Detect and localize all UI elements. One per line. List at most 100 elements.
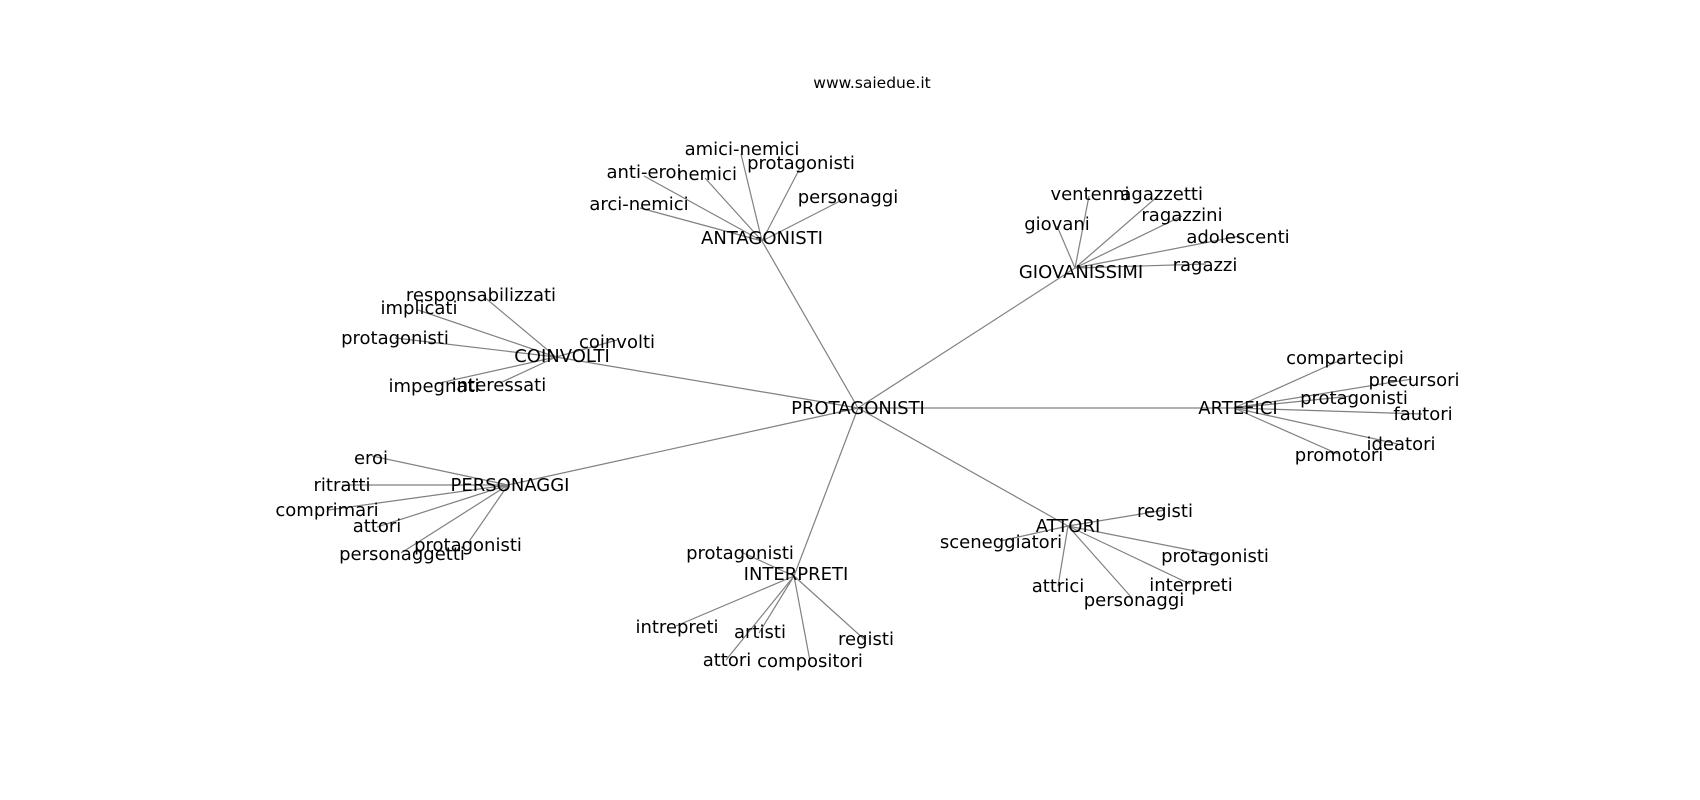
leaf-label-attori-0: registi (1137, 501, 1193, 522)
labels-layer: www.saiedue.it PROTAGONISTI ANTAGONISTI a… (275, 74, 1459, 672)
leaf-label-antagonisti-0: amici-nemici (685, 139, 800, 160)
leaf-label-interpreti-5: compositori (757, 651, 863, 672)
leaf-label-interpreti-1: intrepreti (635, 617, 718, 638)
leaf-label-coinvolti-1: implicati (381, 298, 458, 319)
leaf-label-artefici-5: promotori (1295, 445, 1383, 466)
edge-coinvolti-1 (417, 309, 557, 358)
leaf-label-giovanissimi-3: ragazzini (1141, 205, 1222, 226)
edge-center-attori (857, 407, 1069, 527)
leaf-label-coinvolti-3: coinvolti (579, 332, 655, 353)
edge-artefici-0 (1233, 358, 1344, 409)
leaf-label-antagonisti-3: protagonisti (747, 153, 855, 174)
hub-label-coinvolti: COINVOLTI (514, 346, 610, 367)
leaf-label-personaggi-4: protagonisti (414, 535, 522, 556)
edge-center-giovanissimi (857, 267, 1076, 409)
edge-artefici-1 (1233, 378, 1413, 409)
edge-giovanissimi-2 (1056, 225, 1076, 269)
edge-coinvolti-3 (555, 339, 618, 358)
edge-artefici-3 (1233, 407, 1423, 415)
leaf-label-interpreti-3: registi (838, 629, 894, 650)
leaf-label-artefici-2: protagonisti (1300, 388, 1408, 409)
edge-interpreti-3 (793, 575, 866, 641)
leaf-label-artefici-4: ideatori (1366, 434, 1435, 455)
leaf-label-attori-4: attrici (1032, 576, 1084, 597)
leaf-label-antagonisti-1: anti-eroi (606, 162, 681, 183)
hub-label-attori: ATTORI (1036, 516, 1101, 537)
leaf-label-giovanissimi-2: giovani (1024, 214, 1090, 235)
edge-antagonisti-0 (740, 153, 763, 242)
edges-layer (327, 153, 1423, 662)
edge-personaggi-0 (371, 455, 509, 486)
hub-label-interpreti: INTERPRETI (744, 564, 849, 585)
leaf-label-personaggi-1: ritratti (313, 475, 370, 496)
edge-interpreti-0 (740, 551, 795, 577)
edge-personaggi-3 (376, 484, 509, 528)
edge-giovanissimi-4 (1074, 235, 1241, 269)
leaf-label-coinvolti-2: protagonisti (341, 328, 449, 349)
edge-antagonisti-5 (761, 197, 847, 242)
leaf-label-attori-2: protagonisti (1161, 546, 1269, 567)
edge-antagonisti-4 (639, 207, 763, 242)
leaf-label-attori-3: interpreti (1149, 575, 1233, 596)
leaf-label-giovanissimi-5: ragazzi (1173, 255, 1238, 276)
leaf-label-interpreti-2: artisti (734, 622, 786, 643)
edge-giovanissimi-3 (1074, 215, 1183, 269)
edge-interpreti-2 (758, 575, 795, 634)
leaf-label-interpreti-4: attori (703, 650, 752, 671)
edge-center-antagonisti (761, 240, 859, 409)
leaf-label-giovanissimi-0: ventenni (1050, 184, 1129, 205)
leaf-label-artefici-1: precursori (1368, 370, 1459, 391)
edge-center-personaggi (507, 407, 859, 486)
edge-attori-3 (1067, 525, 1191, 585)
hub-label-antagonisti: ANTAGONISTI (701, 228, 823, 249)
leaf-label-personaggi-5: personaggetti (339, 544, 465, 565)
edge-artefici-2 (1233, 395, 1353, 409)
edge-attori-2 (1067, 525, 1216, 556)
edge-artefici-4 (1233, 407, 1399, 445)
leaf-label-personaggi-2: comprimari (275, 500, 378, 521)
leaf-label-giovanissimi-4: adolescenti (1186, 227, 1289, 248)
leaf-label-artefici-3: fautori (1393, 404, 1452, 425)
leaf-label-coinvolti-4: impegnati (389, 376, 480, 397)
leaf-label-personaggi-0: eroi (354, 448, 388, 469)
leaf-label-attori-1: sceneggiatori (940, 532, 1062, 553)
leaf-label-antagonisti-5: personaggi (798, 187, 899, 208)
edge-attori-5 (1067, 525, 1133, 599)
edge-giovanissimi-5 (1074, 263, 1207, 269)
edge-antagonisti-2 (704, 177, 763, 242)
edge-giovanissimi-1 (1074, 195, 1159, 269)
edge-personaggi-4 (467, 484, 509, 544)
edge-attori-1 (999, 525, 1069, 542)
leaf-label-interpreti-0: protagonisti (686, 543, 794, 564)
leaf-label-attori-5: personaggi (1084, 590, 1185, 611)
edge-personaggi-5 (400, 484, 509, 554)
edge-coinvolti-4 (434, 356, 557, 385)
leaf-label-giovanissimi-1: ragazzetti (1113, 184, 1203, 205)
leaf-label-coinvolti-5: interessati (452, 375, 546, 396)
center-node-label: PROTAGONISTI (791, 398, 925, 419)
edge-antagonisti-3 (761, 167, 801, 242)
edge-interpreti-4 (725, 575, 795, 661)
edge-interpreti-5 (793, 575, 811, 662)
edge-giovanissimi-0 (1074, 195, 1090, 269)
edge-center-interpreti (793, 407, 859, 577)
edge-center-coinvolti (555, 356, 859, 409)
hub-label-giovanissimi: GIOVANISSIMI (1019, 262, 1143, 283)
edge-coinvolti-0 (482, 295, 557, 358)
hub-label-personaggi: PERSONAGGI (451, 475, 570, 496)
leaf-label-personaggi-3: attori (353, 516, 402, 537)
edge-attori-4 (1057, 525, 1069, 587)
edge-personaggi-2 (327, 484, 509, 511)
leaf-label-antagonisti-2: nemici (677, 164, 737, 185)
edge-coinvolti-5 (499, 356, 557, 384)
edge-antagonisti-1 (643, 175, 763, 242)
leaf-label-coinvolti-0: responsabilizzati (406, 285, 556, 306)
hub-label-artefici: ARTEFICI (1198, 398, 1277, 419)
leaf-label-artefici-0: compartecipi (1286, 348, 1404, 369)
edge-attori-0 (1067, 509, 1166, 527)
edge-interpreti-1 (675, 575, 795, 627)
site-watermark: www.saiedue.it (813, 74, 930, 92)
leaf-label-antagonisti-4: arci-nemici (589, 194, 688, 215)
edge-coinvolti-2 (394, 337, 557, 358)
edge-artefici-5 (1233, 407, 1339, 455)
